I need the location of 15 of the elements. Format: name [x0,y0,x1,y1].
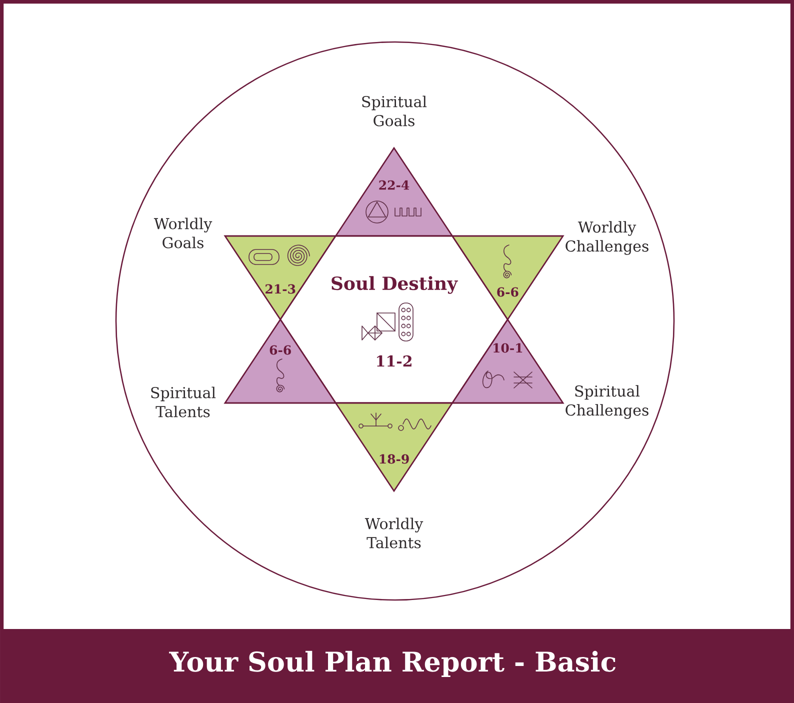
title-banner: Your Soul Plan Report - Basic [0,629,794,703]
number-label: 22-4 [379,180,410,190]
area-label: Worldly Challenges [566,221,648,255]
number-label: 6-6 [497,287,518,297]
number-label: 10-1 [494,343,522,353]
number-label: 6-6 [270,345,291,355]
area-label: Spiritual Challenges [566,385,648,419]
area-label: Spiritual Talents [151,386,216,418]
area-label: Worldly Talents [364,518,424,548]
heading: Soul Destiny [332,276,458,294]
number-label: 11-2 [377,355,412,367]
number-label: 21-3 [266,284,296,294]
area-label: Worldly Goals [154,218,212,248]
area-label: Spiritual Goals [362,96,427,126]
number-label: 18-9 [380,454,409,464]
